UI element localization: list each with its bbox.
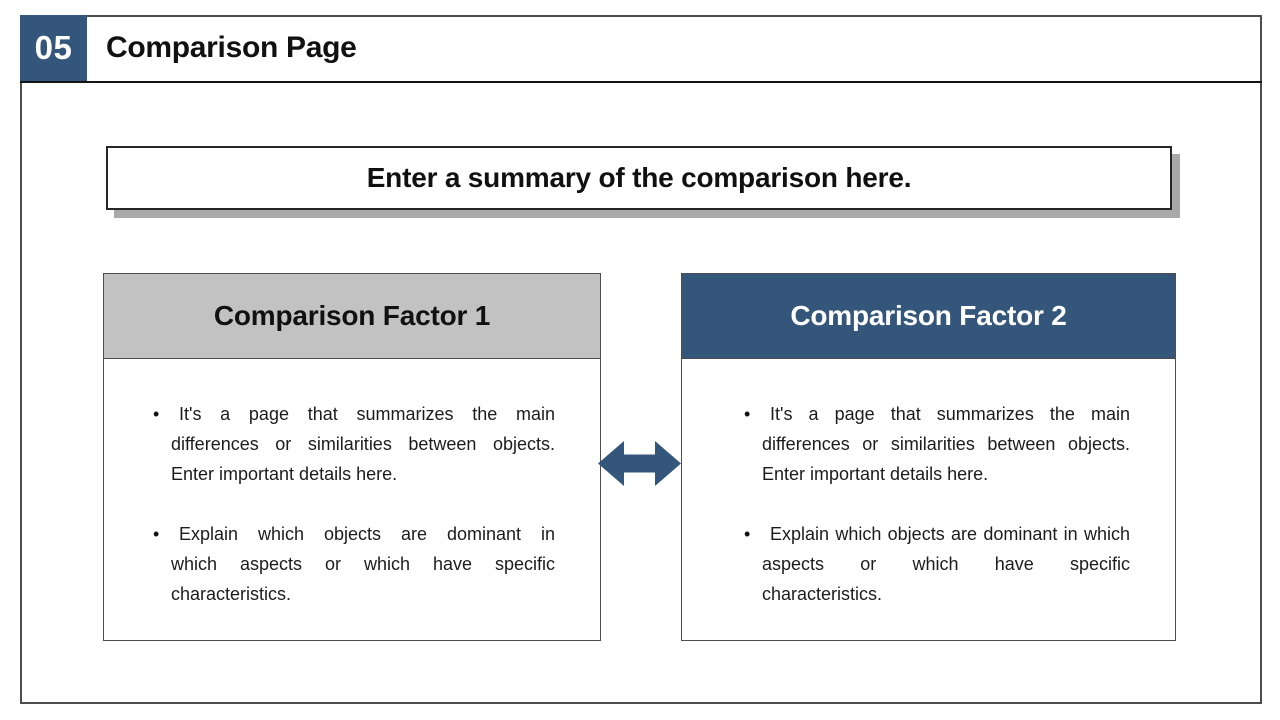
header-divider [20, 81, 1262, 83]
comparison-column-1-header: Comparison Factor 1 [104, 274, 600, 359]
bullet-text: Explain which objects are dominant in wh… [762, 524, 1130, 604]
bullet-text: It's a page that summarizes the main dif… [171, 404, 555, 484]
comparison-column-2-header: Comparison Factor 2 [682, 274, 1175, 359]
page-number-badge: 05 [20, 15, 87, 81]
list-item: • Explain which objects are dominant in … [744, 519, 1130, 609]
list-item: • Explain which objects are dominant in … [153, 519, 555, 609]
bullet-text: It's a page that summarizes the main dif… [762, 404, 1130, 484]
comparison-column-2: Comparison Factor 2 • It's a page that s… [681, 273, 1176, 641]
bullet-icon: • [744, 524, 751, 544]
comparison-column-1-body: • It's a page that summarizes the main d… [104, 359, 600, 609]
comparison-column-2-body: • It's a page that summarizes the main d… [682, 359, 1175, 609]
summary-banner: Enter a summary of the comparison here. [106, 146, 1172, 210]
comparison-column-1: Comparison Factor 1 • It's a page that s… [103, 273, 601, 641]
bullet-icon: • [153, 404, 160, 424]
double-arrow-icon [598, 441, 681, 486]
page-number: 05 [34, 29, 73, 66]
bullet-icon: • [744, 404, 751, 424]
bullet-icon: • [153, 524, 160, 544]
bullet-text: Explain which objects are dominant in wh… [171, 524, 555, 604]
page-title: Comparison Page [106, 31, 357, 64]
list-item: • It's a page that summarizes the main d… [153, 399, 555, 489]
list-item: • It's a page that summarizes the main d… [744, 399, 1130, 489]
summary-text: Enter a summary of the comparison here. [366, 162, 912, 193]
